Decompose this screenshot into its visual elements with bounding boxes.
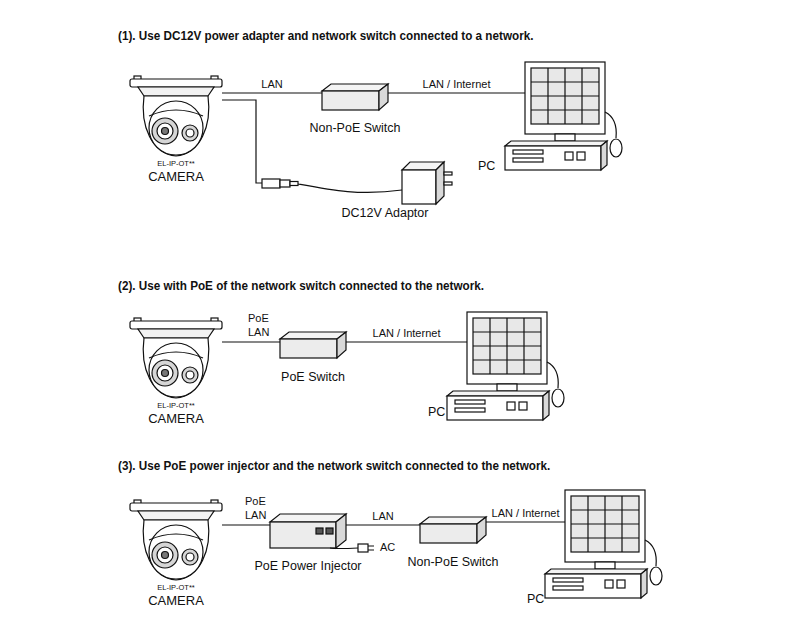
adaptor-side [436, 162, 444, 204]
camera-node: EL-IP-OT**CAMERA [130, 500, 222, 610]
switch-drawing [322, 84, 388, 110]
cable-line [222, 100, 262, 183]
cable-label: LAN [261, 78, 282, 91]
device-label: PoE Power Injector [255, 559, 362, 573]
device-label: PC [478, 159, 495, 173]
section-heading: (1). Use DC12V power adapter and network… [118, 29, 533, 44]
dc-plug-tip [290, 182, 298, 186]
power-label: AC [380, 541, 395, 554]
dc-plug [262, 179, 280, 188]
adaptor-prong [444, 172, 452, 175]
cable-line [222, 524, 270, 525]
device-label: Non-PoE Switch [309, 121, 400, 135]
camera-node: EL-IP-OT**CAMERA [130, 76, 222, 186]
model-label: EL-IP-OT** [157, 584, 195, 593]
ac-plug-prongs [368, 546, 374, 550]
dc-plug-sleeve [280, 180, 290, 187]
device-label: PoE Switch [281, 370, 345, 384]
pc-drawing [545, 490, 662, 598]
section-heading: (2). Use with PoE of the network switch … [118, 279, 484, 294]
device-label: PC [527, 592, 544, 606]
device-label: PC [428, 405, 445, 419]
device-label: CAMERA [148, 412, 204, 427]
adaptor-node: DC12V Adaptor [262, 160, 444, 206]
switch-node: Non-PoE Switch [322, 84, 388, 110]
dome-camera-drawing [130, 318, 222, 398]
injector-node: PoE Power Injector [270, 514, 346, 548]
cable-line [222, 341, 280, 342]
camera-node: EL-IP-OT**CAMERA [130, 318, 222, 428]
device-label: DC12V Adaptor [342, 206, 429, 220]
cable-line [346, 524, 420, 525]
cable-line [388, 92, 525, 93]
section-heading: (3). Use PoE power injector and the netw… [118, 459, 550, 474]
switch-drawing [420, 517, 486, 543]
model-label: EL-IP-OT** [157, 160, 195, 169]
pc-drawing [447, 312, 564, 420]
adaptor-body [402, 170, 436, 204]
adaptor-prong [444, 182, 452, 185]
model-label: EL-IP-OT** [157, 402, 195, 411]
cable-label: LAN / Internet [423, 78, 491, 91]
ac-plug [358, 544, 368, 552]
cable-label: PoE LAN [248, 311, 274, 339]
cable-line [486, 521, 565, 522]
pc-node: PC [565, 490, 645, 562]
cable-label: LAN / Internet [373, 327, 441, 340]
cable-label: LAN [372, 510, 393, 523]
device-label: Non-PoE Switch [407, 555, 498, 569]
pc-drawing [505, 62, 622, 170]
ac-cord [330, 547, 358, 549]
dome-camera-drawing [130, 500, 222, 580]
switch-node: PoE Switch [280, 332, 346, 358]
cable-line [222, 92, 322, 93]
pc-node: PC [467, 312, 547, 384]
cable-line [346, 341, 467, 342]
cable-label: LAN / Internet [492, 507, 560, 520]
cable-label: PoE LAN [245, 494, 271, 522]
injector-drawing [270, 514, 346, 548]
adaptor-cord [298, 184, 402, 192]
pc-node: PC [525, 62, 605, 134]
switch-drawing [280, 332, 346, 358]
switch-node: Non-PoE Switch [420, 517, 486, 543]
device-label: CAMERA [148, 170, 204, 185]
dome-camera-drawing [130, 76, 222, 156]
device-label: CAMERA [148, 594, 204, 609]
